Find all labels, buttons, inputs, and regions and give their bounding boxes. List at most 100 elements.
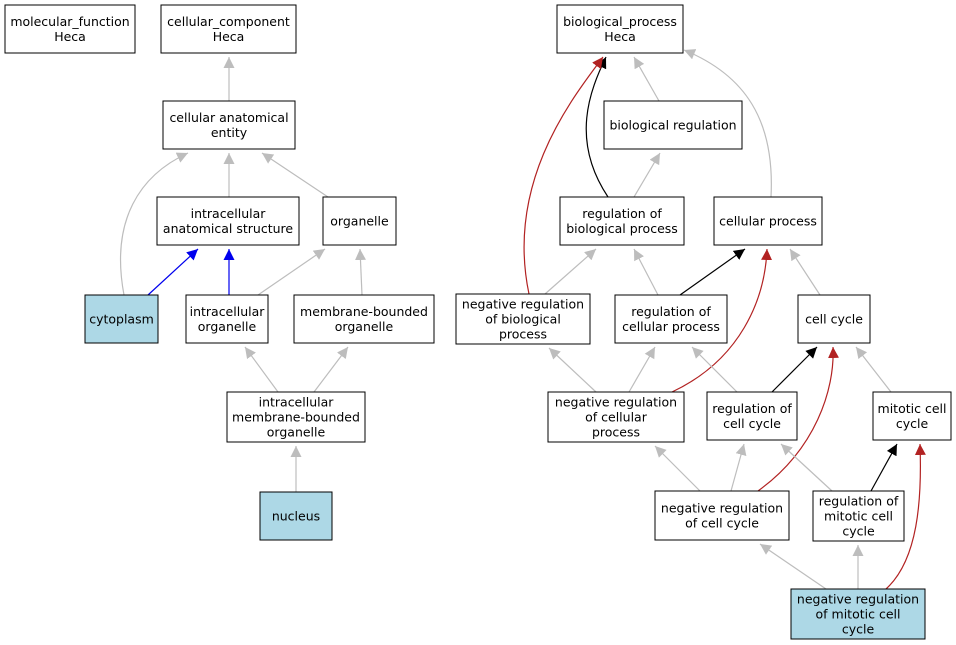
edge-negatively-regulates-nrcp-to-cp xyxy=(671,248,773,393)
node-label-line: cycle xyxy=(842,622,875,637)
node-box xyxy=(872,391,952,441)
node-label-line: membrane-bounded xyxy=(300,304,428,319)
node-label-line: biological regulation xyxy=(609,118,736,133)
node-box xyxy=(156,196,300,246)
edge-is-a-nrcc-to-rcc xyxy=(730,443,747,492)
edge-is-a-rmcc-to-rcc xyxy=(780,443,833,492)
node-label-line: biological_process xyxy=(563,14,677,29)
node-box xyxy=(185,294,269,344)
node-label-line: cell cycle xyxy=(805,312,863,327)
edge-is-a-nrbp-to-rbp xyxy=(544,248,597,295)
node-label-line: process xyxy=(592,425,640,440)
node-label-line: negative regulation xyxy=(555,395,677,410)
node-box xyxy=(4,4,136,54)
edge-is-a-nrcp-to-rcp xyxy=(628,346,656,393)
node-label-line: negative regulation xyxy=(462,297,584,312)
node-box xyxy=(226,391,366,443)
node-label-line: intracellular xyxy=(190,304,266,319)
node-box xyxy=(293,294,435,344)
edge-negatively-regulates-nrbp-to-bp xyxy=(523,56,604,295)
node-box xyxy=(706,391,798,441)
node-breg[interactable]: biological regulation xyxy=(603,100,743,150)
node-label-line: Heca xyxy=(213,29,245,44)
edge-is-a-rcp-to-rbp xyxy=(633,248,659,296)
node-box xyxy=(160,4,297,54)
node-label-line: cycle xyxy=(842,524,875,539)
node-label-line: of cellular xyxy=(585,410,648,425)
node-label-line: cellular process xyxy=(719,214,817,229)
node-label-line: regulation of xyxy=(712,401,792,416)
node-box xyxy=(84,294,159,344)
node-label-line: of mitotic cell xyxy=(816,607,901,622)
node-label-line: regulation of xyxy=(631,304,711,319)
node-label-line: entity xyxy=(211,125,248,140)
node-label-line: anatomical structure xyxy=(163,221,293,236)
node-label-line: cellular anatomical xyxy=(169,110,288,125)
edge-is-a-cellcycle-to-cp xyxy=(789,248,821,296)
node-label-line: biological process xyxy=(566,221,678,236)
nodes-layer: molecular_functionHecacellular_component… xyxy=(4,4,952,640)
edge-negatively-regulates-nrcc-to-cellcycle xyxy=(757,346,839,492)
node-box xyxy=(603,100,743,150)
node-cellcycle[interactable]: cell cycle xyxy=(797,294,871,344)
edge-regulates-rcc-to-cellcycle xyxy=(771,346,818,393)
edge-is-a-imbo-to-mbo xyxy=(313,346,349,393)
node-label-line: process xyxy=(499,327,547,342)
edge-is-a-nrcc-to-nrcp xyxy=(654,445,701,492)
node-label-line: negative regulation xyxy=(797,592,919,607)
node-box xyxy=(559,196,685,246)
node-box xyxy=(790,588,926,640)
edge-is-a-mcc-to-cellcycle xyxy=(855,346,892,393)
node-box xyxy=(614,294,728,344)
edge-is-a-breg-to-bp xyxy=(633,56,660,102)
node-label-line: mitotic cell xyxy=(878,401,947,416)
edge-is-a-mbo-to-organelle xyxy=(354,248,366,296)
node-cytoplasm[interactable]: cytoplasm xyxy=(84,294,159,344)
edge-is-a-imbo-to-io xyxy=(244,346,279,393)
node-label-line: cell cycle xyxy=(723,416,781,431)
node-box xyxy=(654,490,790,541)
node-label-line: cycle xyxy=(896,416,929,431)
node-box xyxy=(797,294,871,344)
edge-is-a-cp-to-bp xyxy=(683,49,772,198)
node-label-line: Heca xyxy=(604,29,636,44)
edge-regulates-rbp-to-bp xyxy=(585,56,609,198)
node-label-line: cellular process xyxy=(622,319,720,334)
node-box xyxy=(259,491,333,541)
edge-is-a-rbp-to-breg xyxy=(633,152,661,198)
edge-is-a-organelle-to-cae xyxy=(261,152,329,198)
node-organelle[interactable]: organelle xyxy=(322,196,397,246)
edge-is-a-nrmcc-to-nrcc xyxy=(759,543,827,590)
node-nucleus[interactable]: nucleus xyxy=(259,491,333,541)
edge-is-a-cytoplasm-to-cae xyxy=(120,152,189,296)
node-label-line: cytoplasm xyxy=(89,312,154,327)
node-label-line: cellular_component xyxy=(167,14,290,29)
node-label-line: of biological xyxy=(485,312,561,327)
node-box xyxy=(162,100,296,150)
node-cp[interactable]: cellular process xyxy=(713,196,823,246)
edge-is-a-io-to-organelle xyxy=(257,248,326,296)
node-label-line: intracellular xyxy=(259,395,335,410)
node-label-line: organelle xyxy=(267,425,326,440)
node-label-line: regulation of xyxy=(582,206,662,221)
node-box xyxy=(455,293,591,345)
node-label-line: membrane-bounded xyxy=(232,410,360,425)
node-label-line: molecular_function xyxy=(10,14,129,29)
